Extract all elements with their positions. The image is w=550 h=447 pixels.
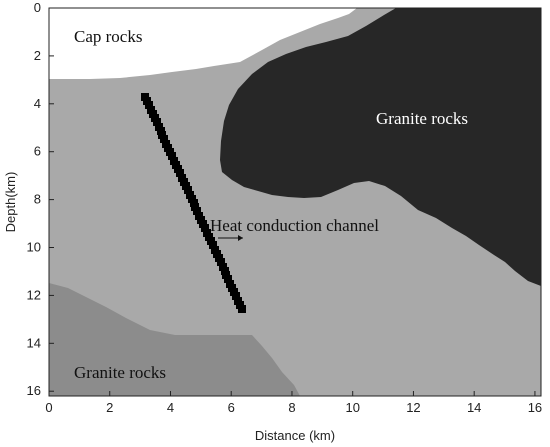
channel-cell <box>145 101 153 109</box>
y-tick-label: 8 <box>34 192 41 207</box>
channel-label: Heat conduction channel <box>210 216 379 235</box>
x-tick-label: 14 <box>467 400 481 415</box>
channel-cell <box>224 275 232 283</box>
channel-cell <box>168 152 176 160</box>
y-tick-label: 10 <box>27 240 41 255</box>
y-tick-label: 0 <box>34 0 41 15</box>
y-tick-label: 2 <box>34 48 41 63</box>
x-tick-label: 8 <box>288 400 295 415</box>
channel-cell <box>201 224 209 232</box>
channel-cell <box>153 118 161 126</box>
y-axis: 0 2 4 6 8 10 12 14 16 <box>27 0 54 398</box>
cap-rocks-label: Cap rocks <box>74 27 142 46</box>
heat-conduction-channel <box>141 93 246 313</box>
y-tick-label: 6 <box>34 144 41 159</box>
y-axis-title: Depth(km) <box>3 172 18 233</box>
x-axis: 0 2 4 6 8 10 12 14 16 <box>45 391 542 415</box>
x-tick-label: 4 <box>167 400 174 415</box>
x-tick-label: 12 <box>406 400 420 415</box>
x-tick-label: 0 <box>45 400 52 415</box>
channel-cell <box>217 258 225 266</box>
y-tick-label: 16 <box>27 383 41 398</box>
channel-cell <box>238 305 246 313</box>
x-tick-label: 2 <box>106 400 113 415</box>
x-tick-label: 6 <box>228 400 235 415</box>
x-axis-title: Distance (km) <box>255 428 335 443</box>
channel-cell <box>232 292 240 300</box>
channel-label-arrowhead <box>238 235 243 241</box>
y-tick-label: 12 <box>27 287 41 302</box>
channel-cell <box>209 241 217 249</box>
y-tick-label: 14 <box>27 335 41 350</box>
cap-rocks-region <box>49 8 357 79</box>
y-tick-label: 4 <box>34 96 41 111</box>
granite-lower-label: Granite rocks <box>74 363 166 382</box>
channel-cell <box>193 207 201 215</box>
granite-lower-region <box>49 283 300 396</box>
x-tick-label: 16 <box>528 400 542 415</box>
granite-upper-label: Granite rocks <box>376 109 468 128</box>
channel-cell <box>184 186 192 194</box>
granite-upper-region <box>220 8 541 286</box>
x-tick-label: 10 <box>345 400 359 415</box>
plot-frame <box>48 7 542 397</box>
channel-cell <box>176 169 184 177</box>
channel-cell <box>160 135 168 143</box>
